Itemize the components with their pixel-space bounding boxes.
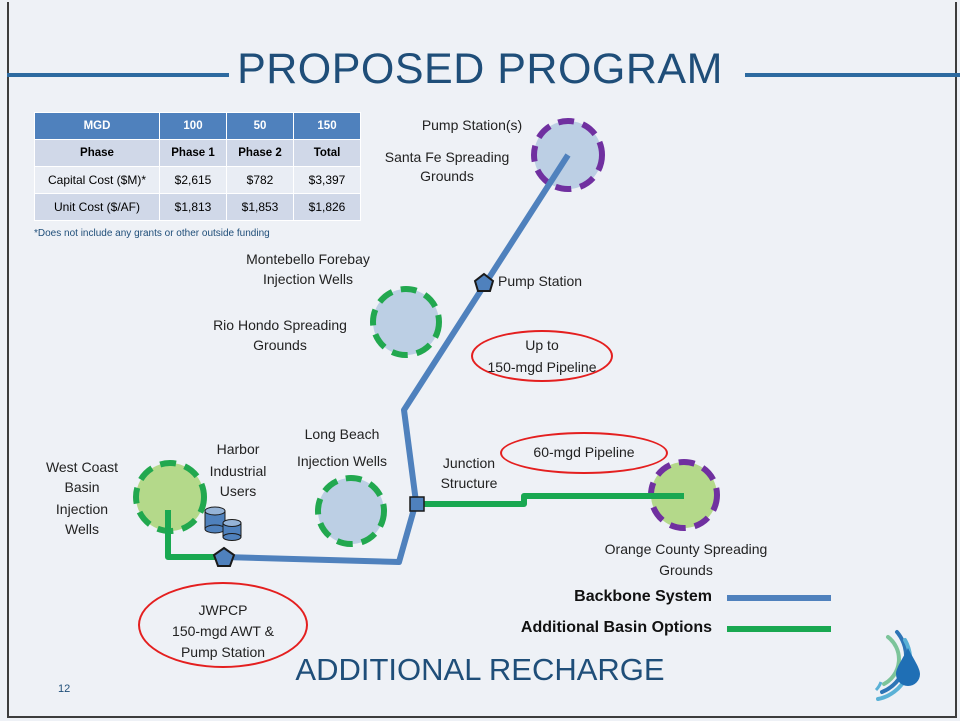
cost-table: MGD 100 50 150 Phase Phase 1 Phase 2 Tot…	[34, 112, 361, 221]
west-coast-pipeline	[165, 510, 215, 560]
harbor-label-line3: Users	[219, 483, 257, 499]
table-header-row: MGD 100 50 150	[34, 112, 361, 140]
santa-fe-label-line1: Santa Fe Spreading	[384, 149, 510, 165]
west-coast-label-line4: Wells	[65, 521, 99, 537]
long-beach-label-line1: Long Beach	[304, 426, 380, 442]
title-rule-left	[7, 73, 232, 77]
pipeline-60-callout-text: 60-mgd Pipeline	[533, 444, 635, 460]
long-beach-site-circle	[315, 475, 387, 547]
orange-county-label-line1: Orange County Spreading	[604, 541, 768, 557]
west-coast-label-line3: Injection	[55, 501, 109, 517]
legend-backbone-label: Backbone System	[574, 588, 712, 605]
jwpcp-callout-line2: 150-mgd AWT &	[172, 623, 274, 639]
montebello-site-circle	[370, 286, 442, 358]
west-coast-label-line1: West Coast	[45, 459, 119, 475]
santa-fe-label-line2: Grounds	[420, 168, 474, 184]
junction-label-line2: Structure	[440, 475, 498, 491]
long-beach-label-line2: Injection Wells	[296, 453, 387, 469]
rio-hondo-label-line1: Rio Hondo Spreading	[213, 317, 347, 333]
pipeline-150-callout-line2: 150-mgd Pipeline	[487, 359, 597, 375]
slide-title: PROPOSED PROGRAM	[0, 45, 960, 94]
slide-subtitle: ADDITIONAL RECHARGE	[295, 652, 665, 687]
slide-frame	[7, 2, 957, 718]
table-cell: $782	[226, 166, 294, 194]
storage-tanks-icon	[204, 506, 242, 541]
montebello-label-line2: Injection Wells	[262, 271, 353, 287]
table-header-cell: 100	[159, 112, 227, 140]
montebello-label-line1: Montebello Forebay	[246, 251, 370, 267]
pipeline-150-callout	[471, 330, 613, 382]
table-header-cell: 150	[293, 112, 361, 140]
table-header-cell: 50	[226, 112, 294, 140]
legend-additional-label: Additional Basin Options	[520, 619, 712, 636]
table-cell: $1,813	[159, 193, 227, 221]
jwpcp-callout-line3: Pump Station	[180, 644, 266, 660]
orange-county-label-line2: Grounds	[659, 562, 713, 578]
title-rule-right	[745, 73, 960, 77]
table-row: Unit Cost ($/AF) $1,813 $1,853 $1,826	[34, 193, 361, 221]
table-footnote: *Does not include any grants or other ou…	[34, 228, 270, 239]
rio-hondo-label-line2: Grounds	[253, 337, 307, 353]
table-cell: Phase 1	[159, 139, 227, 167]
table-cell: $1,853	[226, 193, 294, 221]
junction-label-line1: Junction	[442, 455, 496, 471]
orange-county-pipeline	[418, 493, 684, 507]
pump-station-icon	[473, 272, 495, 292]
table-cell: Phase	[34, 139, 160, 167]
page-number: 12	[58, 683, 71, 695]
table-cell: $2,615	[159, 166, 227, 194]
table-cell: Phase 2	[226, 139, 294, 167]
west-coast-label-line2: Basin	[64, 479, 100, 495]
table-cell: $3,397	[293, 166, 361, 194]
junction-structure-icon	[409, 496, 425, 512]
harbor-label-line2: Industrial	[209, 463, 267, 479]
pump-station-label: Pump Station	[498, 273, 583, 289]
table-cell: $1,826	[293, 193, 361, 221]
agency-logo	[874, 630, 920, 701]
jwpcp-pump-station-icon	[212, 546, 236, 567]
jwpcp-callout	[138, 582, 308, 668]
pipeline-60-callout	[500, 432, 668, 474]
pump-stations-label: Pump Station(s)	[421, 117, 523, 133]
jwpcp-callout-line1: JWPCP	[198, 602, 248, 618]
harbor-label-line1: Harbor	[216, 441, 260, 457]
pipeline-150-callout-line1: Up to	[525, 337, 559, 353]
